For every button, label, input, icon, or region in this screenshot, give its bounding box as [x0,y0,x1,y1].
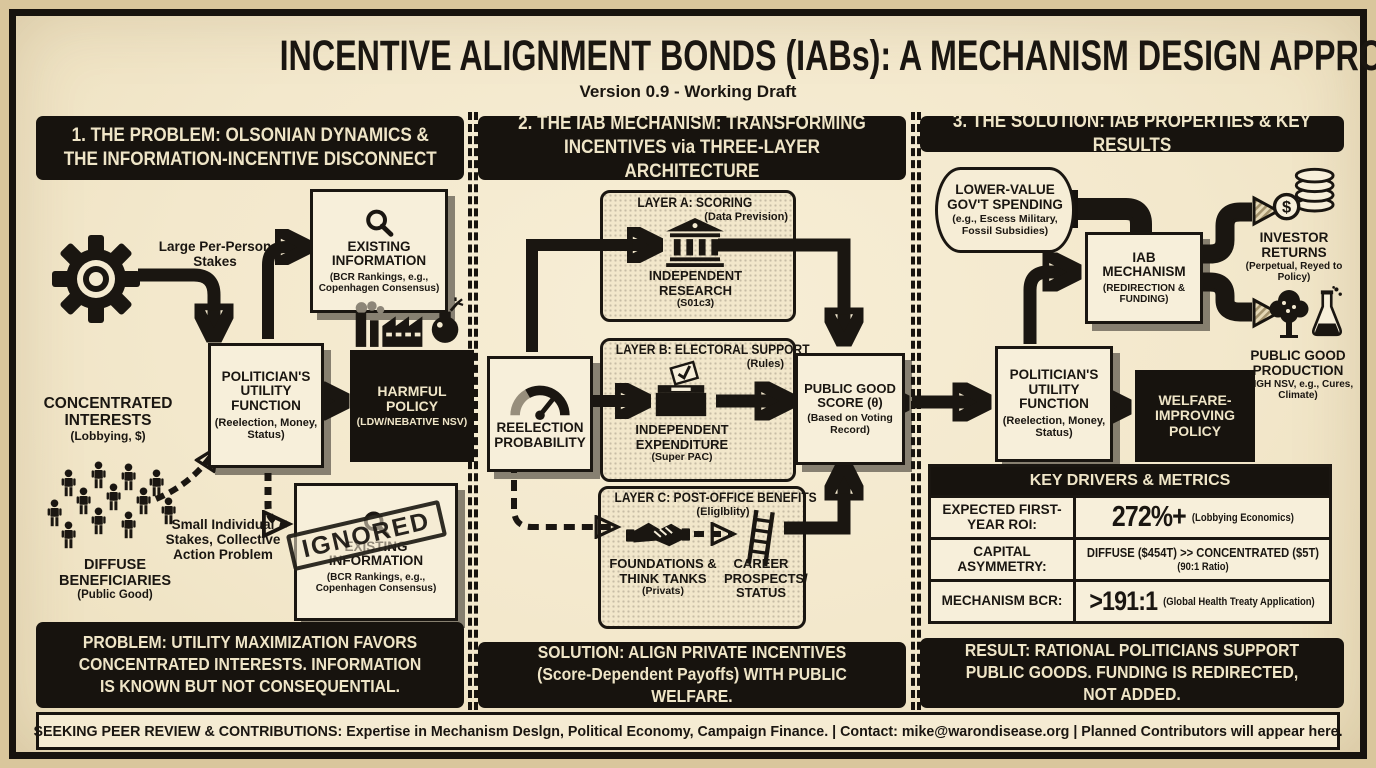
version-subtitle: Version 0.9 - Working Draft [579,82,797,101]
panel2-footer: SOLUTION: ALIGN PRIVATE INCENTIVES (Scor… [478,642,906,708]
existing-information-box: EXISTING INFORMATION (BCR Rankings, e.g.… [310,189,448,313]
foundations-label: FOUNDATIONS & THINK TANKS (Privats) [609,556,717,598]
bank-icon [664,217,726,267]
panel2-content: REELECTION PROBABILITY LAYER A: SCORING … [478,183,906,642]
public-good-score-box: PUBLIC GOOD SCORE (θ) (Based on Voting R… [795,353,905,465]
small-stakes-label: Small Individual Stakes, Collective Acti… [165,517,281,563]
poster-frame: INCENTIVE ALIGNMENT BONDS (IABs): A MECH… [9,9,1376,759]
table-row: CAPITAL ASYMMETRY: DIFFUSE ($454T) >> CO… [931,537,1329,579]
metrics-table-header: KEY DRIVERS & METRICS [931,467,1329,495]
flask-icon [1310,284,1344,344]
large-stakes-label: Large Per-Person Stakes [158,239,272,270]
bomb-icon [428,297,464,347]
harmful-policy-box: HARMFUL POLICY (LDW/NEBATIVE NSV) [350,350,474,462]
layer-c-sub: (Eliglblity) [696,506,750,518]
iab-mechanism-box: IAB MECHANISM (REDIRECTION & FUNDING) [1085,232,1203,324]
independent-research-label: INDEPENDENT RESEARCH (S01c3) [648,268,743,310]
page-title: INCENTIVE ALIGNMENT BONDS (IABs): A MECH… [279,32,1376,80]
coins-icon: $ [1272,164,1338,226]
investor-returns-label: INVESTOR RETURNS (Perpetual, Reyed to Po… [1245,230,1343,284]
magnifier-icon [362,208,396,240]
politician-utility-box: POLITICIAN'S UTILITY FUNCTION (Reelectio… [208,343,324,468]
layer-b-sub: (Rules) [746,358,784,370]
layer-c-title: LAYER C: POST-OFFICE BENEFITS [614,489,817,505]
layer-a-title: LAYER A: SCORING [637,194,753,210]
factory-icon [350,301,430,349]
welfare-improving-policy-box: WELFARE-IMPROVING POLICY [1135,370,1255,462]
panel3-content: LOWER-VALUE GOV'T SPENDING (e.g., Escess… [912,154,1353,638]
peer-review-bar: SEEKING PEER REVIEW & CONTRIBUTIONS: Exp… [33,712,1343,750]
ignored-stamp: IGNORED [285,499,447,572]
panel-divider-2 [911,112,921,710]
panel1-footer: PROBLEM: UTILITY MAXIMIZATION FAVORS CON… [36,622,464,708]
lower-value-spending-tank: LOWER-VALUE GOV'T SPENDING (e.g., Escess… [935,167,1075,253]
table-row: EXPECTED FIRST-YEAR ROI: 272%+(Lobbying … [931,495,1329,537]
gear-icon [50,233,142,325]
public-good-production-label: PUBLIC GOOD PRODUCTION (HIGH NSV, e.g., … [1242,348,1354,402]
politician-utility-box-p3: POLITICIAN'S UTILITY FUNCTION (Reelectio… [995,346,1113,462]
layer-a-sub: (Data Prevision) [704,211,788,223]
panel3-header: 3. THE SOLUTION: IAB PROPERTIES & KEY RE… [920,111,1344,156]
table-row: MECHANISM BCR: >191:1(Global Health Trea… [931,579,1329,621]
panel1-header: 1. THE PROBLEM: OLSONIAN DYNAMICS &THE I… [36,116,464,180]
layer-b-title: LAYER B: ELECTORAL SUPPORT [615,341,810,357]
ladder-icon [744,509,778,567]
tree-icon [1266,286,1312,344]
ballot-box-icon [650,360,712,419]
panel1-flow-arrows [138,183,464,622]
panel1-content: CONCENTRATED INTERESTS (Lobbying, $) Lar… [36,183,474,622]
layer-c-box [598,486,806,629]
panel3-footer: RESULT: RATIONAL POLITICIANS SUPPORT PUB… [920,638,1344,708]
reelection-probability-box: REELECTION PROBABILITY [487,356,593,472]
career-prospects-label: CAREER PROSPECTS/ STATUS [724,556,808,601]
handshake-icon [626,517,690,553]
peer-review-text: SEEKING PEER REVIEW & CONTRIBUTIONS: Exp… [33,722,1343,740]
independent-expenditure-label: INDEPENDENT EXPENDITURE (Super PAC) [635,422,729,464]
key-metrics-table: KEY DRIVERS & METRICS EXPECTED FIRST-YEA… [928,464,1332,624]
gauge-icon [505,377,575,421]
concentrated-interests-label: CONCENTRATED INTERESTS (Lobbying, $) [43,395,173,443]
panel2-flow-arrows [511,183,906,642]
svg-text:$: $ [1282,198,1291,216]
diffuse-beneficiaries-label: DIFFUSE BENEFICIARIES (Public Good) [59,557,171,602]
